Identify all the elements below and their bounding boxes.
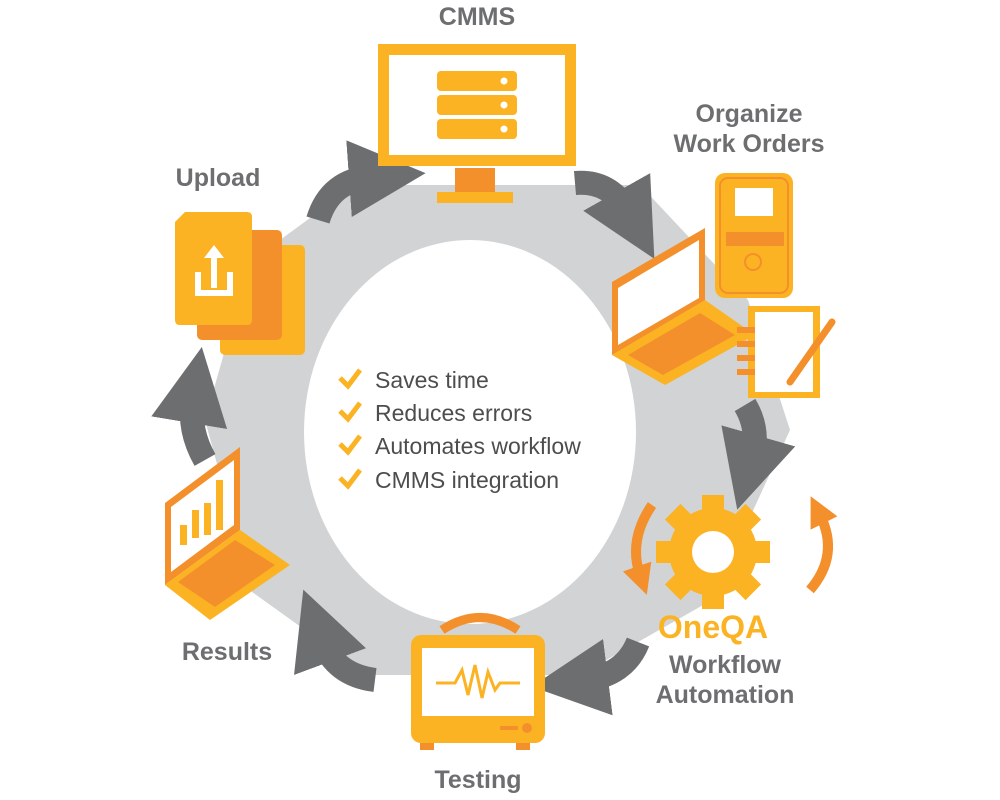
benefit-item: Automates workflow [338,433,581,459]
notepad-icon [737,306,836,398]
stage-label-results: Results [182,638,272,666]
pen-icon [786,318,836,386]
stage-label-automation: Automation [656,681,795,709]
check-icon [338,468,362,490]
stage-label-organize: Organize [696,100,803,128]
arrow-testing-to-results [294,589,377,692]
refresh-arrows-icon [622,496,838,595]
test-instrument-icon [411,613,545,750]
stage-label-work-orders: Work Orders [674,130,825,158]
cycle-arrows [151,140,796,716]
benefit-item: CMMS integration [338,467,559,493]
arrow-organize-to-workflow [721,398,796,510]
results-laptop-icon [165,447,290,620]
benefits-list: Saves time Reduces errors Automates work… [338,367,581,493]
stage-label-workflow: Workflow [669,651,782,679]
stage-label-cmms: CMMS [439,3,515,31]
bar-chart-icon [180,480,223,545]
upload-icon [195,255,233,296]
arrow-results-to-upload [151,346,228,466]
arrow-cmms-to-organize [573,170,655,259]
svg-text:Reduces errors: Reduces errors [375,400,532,426]
stage-label-testing: Testing [434,766,521,794]
upload-documents-icon [175,212,305,355]
check-icon [338,434,362,456]
svg-text:Saves time: Saves time [375,367,489,393]
svg-text:Automates workflow: Automates workflow [375,433,581,459]
stage-label-upload: Upload [176,164,261,192]
arrow-workflow-to-testing [531,637,650,716]
check-icon [338,368,362,390]
benefit-item: Reduces errors [338,400,532,426]
brand-oneqa: OneQA [658,609,768,645]
gear-icon [656,495,770,609]
check-icon [338,401,362,423]
server-icon [437,71,517,139]
waveform-icon [436,664,520,699]
laptop-icon [612,228,755,385]
cmms-monitor-icon [378,44,576,203]
svg-text:CMMS integration: CMMS integration [375,467,559,493]
arrow-upload-to-cmms [306,140,426,224]
tester-device-icon [715,173,793,298]
benefit-item: Saves time [338,367,489,393]
